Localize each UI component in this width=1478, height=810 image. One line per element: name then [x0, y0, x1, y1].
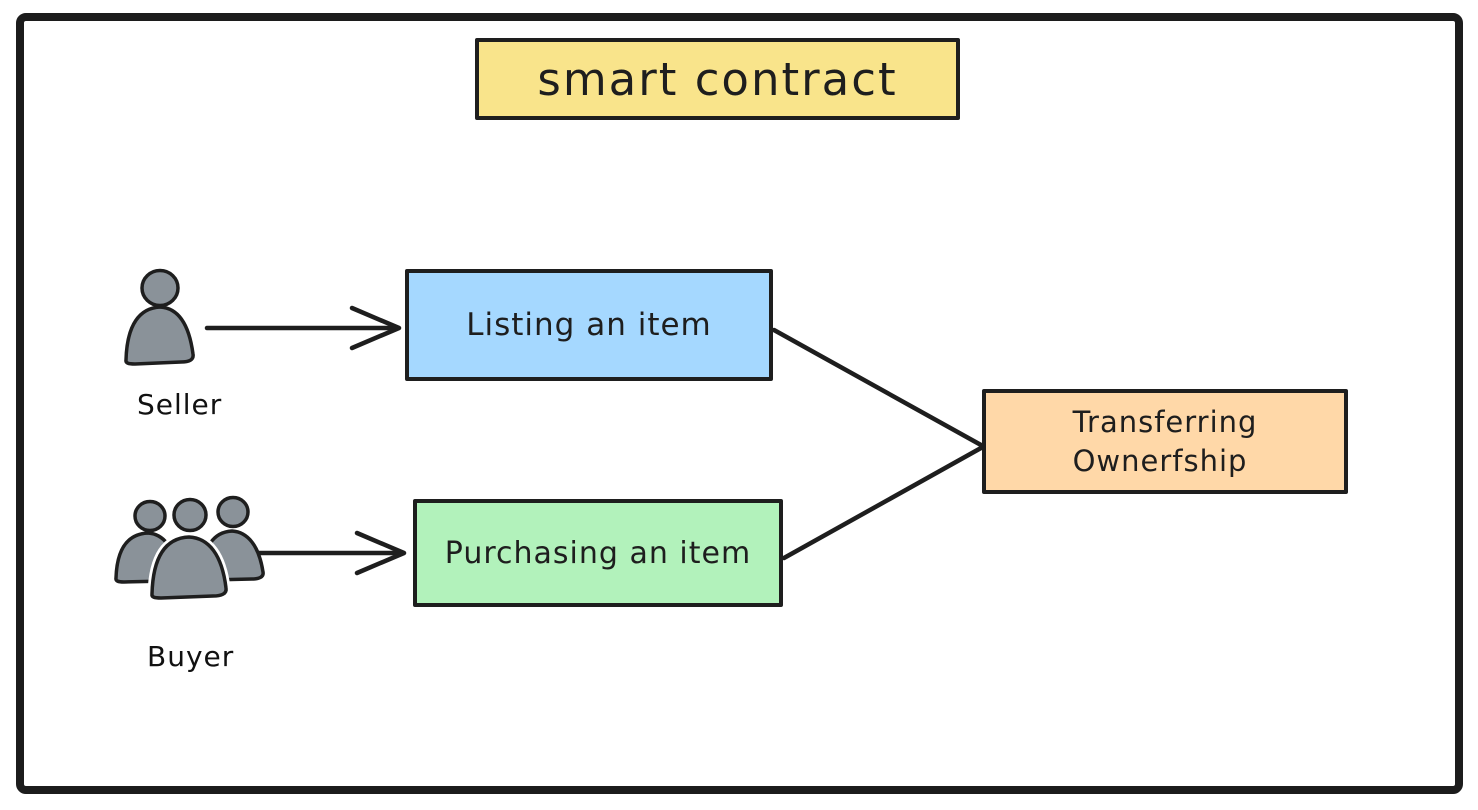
person-icon [124, 268, 195, 366]
node-transferring-ownership: Transferring Ownerfship [982, 389, 1348, 494]
buyer-label: Buyer [147, 640, 235, 673]
people-group-icon [114, 495, 265, 603]
seller-label: Seller [137, 388, 223, 421]
node-purchasing-an-item: Purchasing an item [413, 499, 783, 607]
title-box-smart-contract: smart contract [475, 38, 960, 120]
title-label: smart contract [537, 52, 898, 106]
transferring-label: Transferring Ownerfship [1073, 403, 1258, 480]
listing-label: Listing an item [466, 307, 712, 343]
diagram-outer-frame [16, 13, 1463, 794]
purchasing-label: Purchasing an item [444, 535, 752, 571]
transferring-label-line1: Transferring [1072, 405, 1258, 440]
node-listing-an-item: Listing an item [405, 269, 773, 381]
transferring-label-line2: Ownerfship [1072, 443, 1248, 478]
